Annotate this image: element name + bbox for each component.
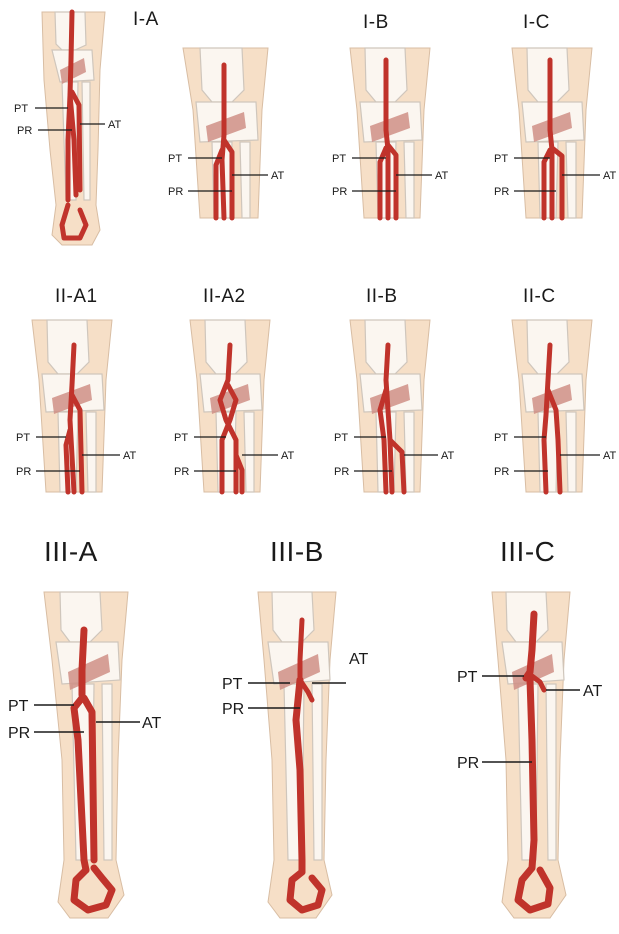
label-pt: PT <box>457 669 478 686</box>
panel-ii-a1: PT PR AT <box>16 320 137 492</box>
label-pt: PT <box>494 432 508 444</box>
label-pr: PR <box>16 466 31 478</box>
label-pt: PT <box>332 153 346 165</box>
panel-iii-c: PT PR AT <box>457 592 602 918</box>
label-at: AT <box>441 450 455 462</box>
label-at: AT <box>142 715 161 732</box>
artery-popliteal <box>70 12 72 95</box>
label-pt: PT <box>14 103 28 115</box>
label-at: AT <box>349 651 368 668</box>
label-at: AT <box>271 170 285 182</box>
label-at: AT <box>123 450 137 462</box>
label-at: AT <box>603 450 617 462</box>
panel-iii-a: PT PR AT <box>8 592 161 918</box>
label-at: AT <box>603 170 617 182</box>
label-pr: PR <box>494 466 509 478</box>
label-at: AT <box>108 119 122 131</box>
label-pr: PR <box>457 755 479 772</box>
label-pr: PR <box>332 186 347 198</box>
panel-i-c: PT PR AT <box>494 48 617 218</box>
label-at: AT <box>281 450 295 462</box>
label-at: AT <box>583 683 602 700</box>
panel-ii-b: PT PR AT <box>334 320 455 492</box>
label-pt: PT <box>16 432 30 444</box>
label-pt: PT <box>8 698 29 715</box>
label-at: AT <box>435 170 449 182</box>
panel-knee-detail: PT PR AT <box>168 48 285 218</box>
label-pr: PR <box>8 725 30 742</box>
panel-ii-c: PT PR AT <box>494 320 617 492</box>
label-pr: PR <box>334 466 349 478</box>
label-pr: PR <box>494 186 509 198</box>
panel-iii-b: PT PR AT <box>222 592 368 918</box>
label-pr: PR <box>17 125 32 137</box>
panel-i-a: PT PR AT <box>14 12 122 245</box>
label-pr: PR <box>222 701 244 718</box>
label-pt: PT <box>334 432 348 444</box>
label-pt: PT <box>494 153 508 165</box>
label-pt: PT <box>174 432 188 444</box>
label-pt: PT <box>168 153 182 165</box>
label-pr: PR <box>174 466 189 478</box>
label-pt: PT <box>222 676 243 693</box>
panel-i-b: PT PR AT <box>332 48 449 218</box>
label-pr: PR <box>168 186 183 198</box>
panel-ii-a2: PT PR AT <box>174 320 295 492</box>
